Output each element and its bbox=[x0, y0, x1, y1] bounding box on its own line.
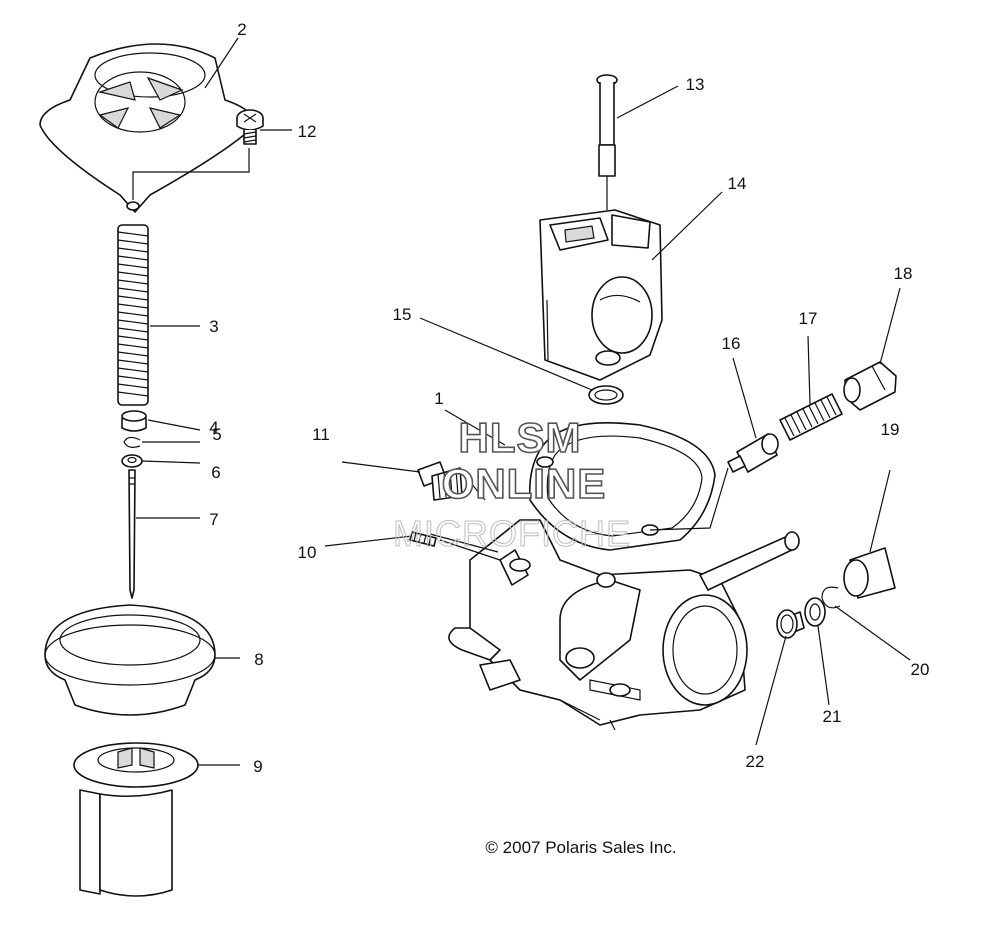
callout-3: 3 bbox=[209, 317, 218, 336]
leader-lines bbox=[132, 37, 911, 766]
callout-17: 17 bbox=[799, 309, 818, 328]
part-diaphragm-8 bbox=[44, 604, 216, 716]
callout-10: 10 bbox=[298, 543, 317, 562]
callout-11: 11 bbox=[312, 425, 330, 444]
part-bolt-13 bbox=[596, 74, 618, 210]
part-plunger-16 bbox=[727, 433, 779, 473]
callout-6: 6 bbox=[211, 463, 220, 482]
callout-5: 5 bbox=[212, 425, 221, 444]
callout-2: 2 bbox=[237, 20, 246, 39]
part-top-cover bbox=[39, 43, 256, 213]
part-bracket-14 bbox=[539, 209, 663, 381]
callout-15: 15 bbox=[393, 305, 412, 324]
callout-8: 8 bbox=[254, 650, 263, 669]
callout-12: 12 bbox=[298, 122, 317, 141]
callout-19: 19 bbox=[881, 420, 900, 439]
part-bushing-22 bbox=[776, 609, 805, 639]
watermark-line-3: MICROFICHE bbox=[393, 513, 631, 554]
copyright-notice: © 2007 Polaris Sales Inc. bbox=[485, 838, 676, 857]
callout-13: 13 bbox=[686, 75, 705, 94]
callout-21: 21 bbox=[823, 707, 842, 726]
callout-18: 18 bbox=[894, 264, 913, 283]
callout-7: 7 bbox=[209, 510, 218, 529]
part-needle-7 bbox=[128, 469, 136, 599]
part-eclip-5 bbox=[123, 436, 141, 448]
callout-20: 20 bbox=[911, 660, 930, 679]
part-oring-15 bbox=[588, 385, 624, 405]
part-screw-12 bbox=[236, 109, 264, 145]
callout-14: 14 bbox=[728, 174, 747, 193]
part-circlip-20 bbox=[821, 586, 841, 609]
callout-labels: 2 12 3 4 5 6 7 8 9 10 11 1 15 13 14 16 1… bbox=[209, 20, 929, 776]
callout-9: 9 bbox=[253, 757, 262, 776]
watermark: HLSM ONLINE MICROFICHE bbox=[393, 413, 631, 554]
callout-16: 16 bbox=[722, 334, 741, 353]
callout-1: 1 bbox=[434, 389, 443, 408]
watermark-line-2: ONLINE bbox=[442, 460, 607, 507]
part-washer-21 bbox=[804, 597, 826, 627]
watermark-line-1: HLSM bbox=[459, 414, 582, 461]
part-spring-17 bbox=[779, 393, 843, 441]
part-nut-18 bbox=[843, 361, 897, 411]
part-screw-10 bbox=[409, 531, 437, 547]
callout-22: 22 bbox=[746, 752, 765, 771]
part-screw-11 bbox=[417, 461, 463, 501]
part-cap-19 bbox=[843, 547, 896, 599]
part-spring-3 bbox=[117, 224, 149, 406]
part-carburetor-body bbox=[448, 422, 800, 731]
part-retainer-4 bbox=[121, 410, 147, 432]
part-slide-9 bbox=[73, 742, 199, 897]
callout-4: 4 bbox=[209, 418, 218, 437]
part-washer-6 bbox=[121, 454, 143, 468]
